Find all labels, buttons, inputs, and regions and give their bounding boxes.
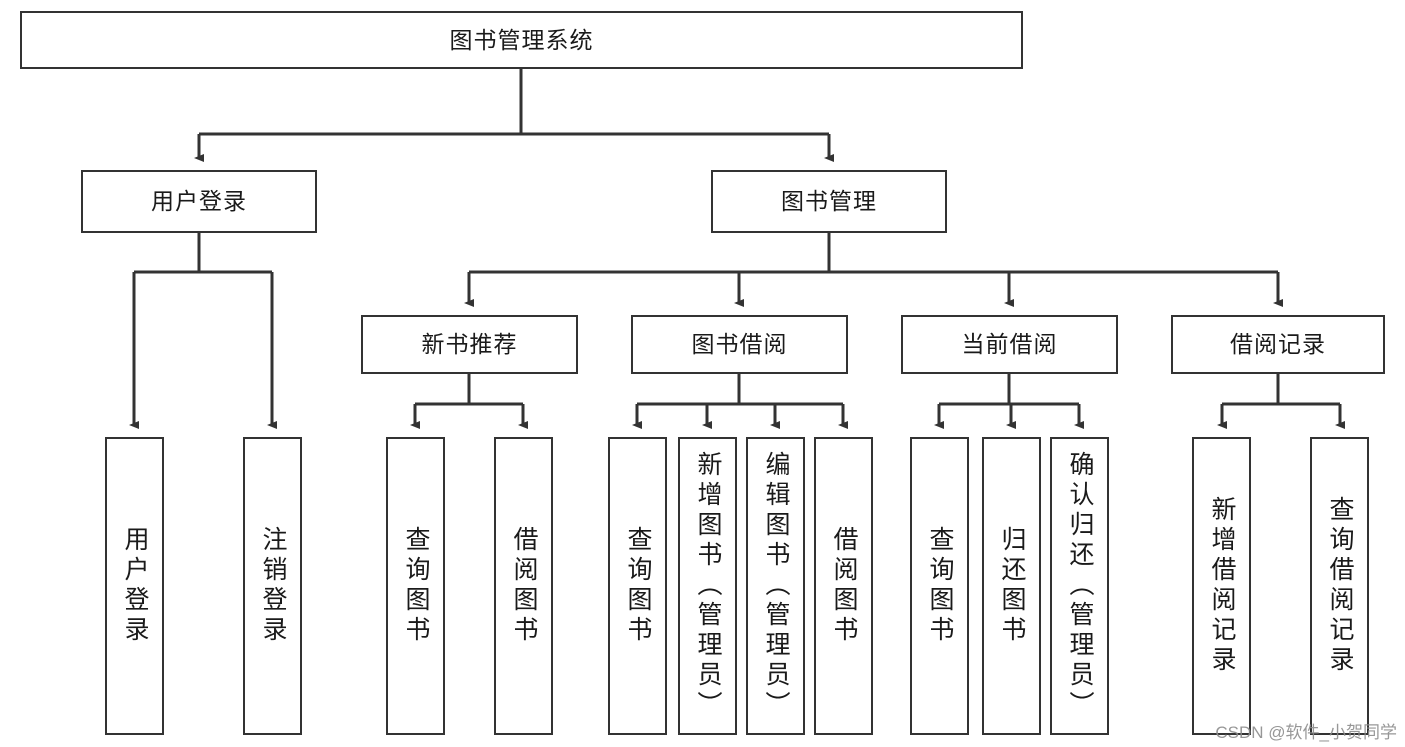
node-current-borrow-label: 当前借阅 <box>961 331 1058 358</box>
node-leaf-query-book-2[interactable]: 查询图书 <box>608 437 667 735</box>
node-leaf-add-record-label: 新增借阅记录 <box>1208 496 1236 676</box>
node-leaf-user-login[interactable]: 用户登录 <box>105 437 164 735</box>
node-leaf-confirm-return-label: 确认归还（管理员） <box>1066 451 1094 721</box>
node-book-borrow-label: 图书借阅 <box>691 331 788 358</box>
node-leaf-confirm-return[interactable]: 确认归还（管理员） <box>1050 437 1109 735</box>
node-borrow-record-label: 借阅记录 <box>1230 331 1326 358</box>
node-leaf-add-book[interactable]: 新增图书（管理员） <box>678 437 737 735</box>
node-book-manage-label: 图书管理 <box>781 188 877 215</box>
node-borrow-record[interactable]: 借阅记录 <box>1171 315 1385 374</box>
node-current-borrow[interactable]: 当前借阅 <box>901 315 1118 374</box>
node-root-system[interactable]: 图书管理系统 <box>20 11 1023 69</box>
node-root-system-label: 图书管理系统 <box>449 26 594 53</box>
node-leaf-add-record[interactable]: 新增借阅记录 <box>1192 437 1251 735</box>
node-user-login-label: 用户登录 <box>151 188 247 215</box>
node-leaf-edit-book-label: 编辑图书（管理员） <box>762 451 790 721</box>
node-leaf-query-book-2-label: 查询图书 <box>624 526 652 646</box>
node-leaf-user-login-label: 用户登录 <box>121 526 149 646</box>
node-leaf-edit-book[interactable]: 编辑图书（管理员） <box>746 437 805 735</box>
node-book-manage[interactable]: 图书管理 <box>711 170 947 233</box>
node-leaf-query-book-1[interactable]: 查询图书 <box>386 437 445 735</box>
node-leaf-query-book-3[interactable]: 查询图书 <box>910 437 969 735</box>
node-leaf-borrow-book-2[interactable]: 借阅图书 <box>814 437 873 735</box>
node-new-book-recommend-label: 新书推荐 <box>421 331 518 358</box>
node-user-login[interactable]: 用户登录 <box>81 170 317 233</box>
node-leaf-query-book-1-label: 查询图书 <box>402 526 430 646</box>
node-leaf-query-record-label: 查询借阅记录 <box>1326 496 1354 676</box>
node-leaf-query-book-3-label: 查询图书 <box>926 526 954 646</box>
node-leaf-borrow-book-2-label: 借阅图书 <box>830 526 858 646</box>
node-book-borrow[interactable]: 图书借阅 <box>631 315 848 374</box>
node-leaf-logout[interactable]: 注销登录 <box>243 437 302 735</box>
node-new-book-recommend[interactable]: 新书推荐 <box>361 315 578 374</box>
node-leaf-borrow-book-1[interactable]: 借阅图书 <box>494 437 553 735</box>
node-leaf-query-record[interactable]: 查询借阅记录 <box>1310 437 1369 735</box>
node-leaf-add-book-label: 新增图书（管理员） <box>694 451 722 721</box>
node-leaf-return-book-label: 归还图书 <box>998 526 1026 646</box>
node-leaf-return-book[interactable]: 归还图书 <box>982 437 1041 735</box>
node-leaf-borrow-book-1-label: 借阅图书 <box>510 526 538 646</box>
node-leaf-logout-label: 注销登录 <box>259 526 287 646</box>
